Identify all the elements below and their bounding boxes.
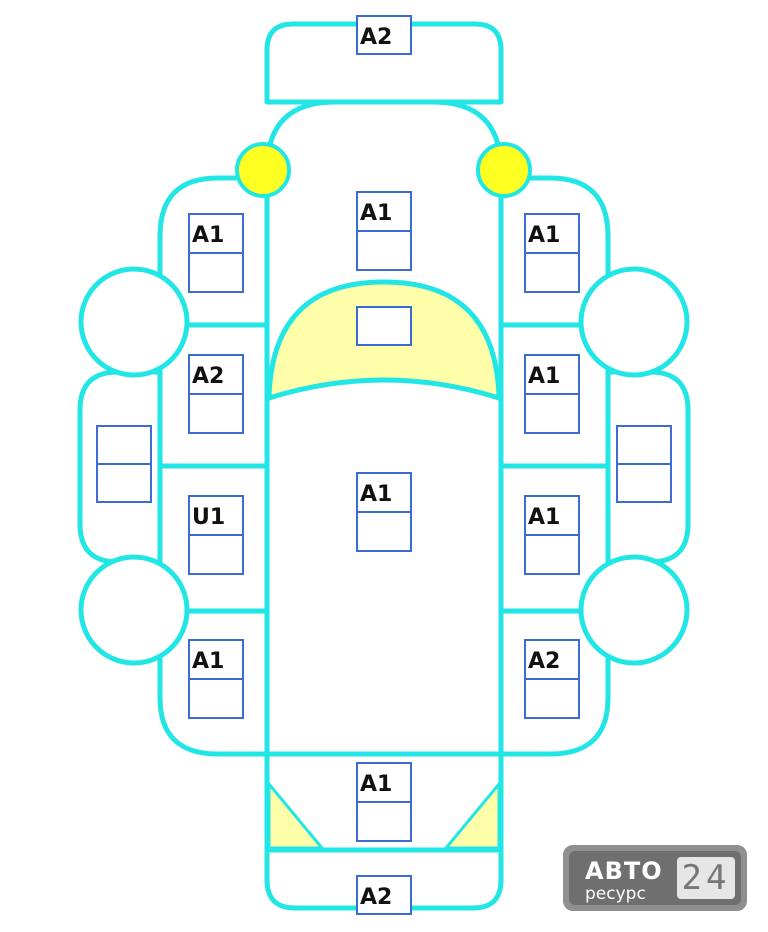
windshield-box: [356, 306, 412, 346]
front-bumper-box: [356, 15, 412, 55]
roof-label: A1: [360, 482, 392, 507]
rear-left-wheel: [78, 554, 190, 666]
right-front-door-label: A1: [528, 364, 560, 389]
hood-outline: [264, 99, 504, 200]
left-rear-fender-label: A1: [192, 649, 224, 674]
panel-boxes: [96, 15, 672, 915]
right-rear-door-label: A1: [528, 505, 560, 530]
right-sill-outline: [608, 369, 691, 565]
rear-right-wheel: [578, 554, 690, 666]
avtoresurs-logo: АВТО ресурс 24: [563, 845, 747, 911]
front-left-wheel: [78, 266, 190, 378]
headlights: [235, 142, 532, 198]
rear-bumper-label: A2: [360, 885, 392, 910]
panel-labels: A2 A1 A1 A1 A2 A1 A2 U1 A1 A1 A1 A1 A2: [192, 25, 560, 910]
right-headlight: [476, 142, 532, 198]
left-front-door-label: A2: [192, 364, 224, 389]
logo-word-resurs: ресурс: [585, 884, 646, 904]
left-headlight: [235, 142, 291, 198]
logo-number: 24: [677, 857, 735, 899]
rear-right-glass: [442, 779, 501, 850]
wheels: [78, 266, 690, 666]
right-rear-fender-label: A2: [528, 649, 560, 674]
left-sill-outline: [77, 369, 160, 565]
left-rear-door-label: U1: [192, 505, 225, 530]
rear-bumper-box: [356, 875, 412, 915]
front-bumper-outline: [264, 21, 504, 105]
logo-word-avto: АВТО: [585, 857, 663, 885]
right-front-fender-label: A1: [528, 223, 560, 248]
hood-label: A1: [360, 201, 392, 226]
trunk-label: A1: [360, 772, 392, 797]
left-front-fender-label: A1: [192, 223, 224, 248]
logo-plate: АВТО ресурс 24: [569, 851, 741, 905]
rear-left-glass: [267, 779, 326, 850]
front-bumper-label: A2: [360, 25, 392, 50]
front-right-wheel: [578, 266, 690, 378]
